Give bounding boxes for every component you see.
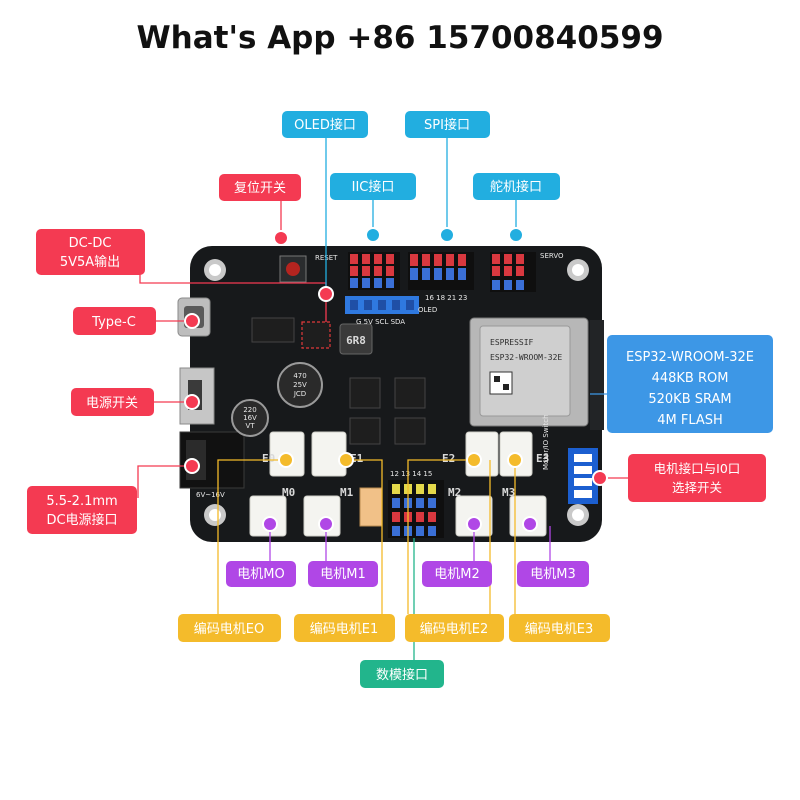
label-motor-io-line1: 电机接口与I0口	[654, 461, 741, 476]
label-motor-m0: 电机MO	[226, 561, 296, 587]
label-adc: 数模接口	[360, 660, 444, 688]
silk-m3: M3	[502, 486, 515, 499]
silk-m0: M0	[282, 486, 295, 499]
label-enc-e0-text: 编码电机EO	[194, 622, 264, 637]
silk-e0: E0	[262, 452, 275, 465]
label-esp-line3: 520KB SRAM	[648, 392, 731, 407]
label-motor-io-line2: 选择开关	[672, 480, 722, 495]
driver-chip	[349, 417, 381, 445]
label-enc-e3: 编码电机E3	[509, 614, 610, 642]
label-spi-text: SPI接口	[424, 117, 470, 133]
silk-m1: M1	[340, 486, 354, 499]
label-esp-line2: 448KB ROM	[652, 371, 729, 386]
label-enc-e2-text: 编码电机E2	[420, 622, 489, 637]
iic-header	[348, 252, 400, 290]
label-esp32: ESP32-WROOM-32E 448KB ROM 520KB SRAM 4M …	[607, 335, 773, 433]
capacitor-220: 220 16V VT	[231, 399, 269, 437]
silk-cap1-c: JCD	[293, 390, 306, 398]
reset-button	[279, 255, 307, 283]
label-dcdc: DC-DC 5V5A输出	[36, 229, 145, 275]
silk-vin: 6V~16V	[196, 491, 225, 499]
silk-cap1-b: 25V	[293, 381, 307, 389]
mounting-hole	[567, 504, 589, 526]
silk-cap2-b: 16V	[243, 414, 257, 422]
label-motor-m0-text: 电机MO	[237, 567, 284, 582]
silk-gpio-bottom: 12 13 14 15	[390, 470, 432, 478]
label-dcdc-line1: DC-DC	[69, 236, 112, 251]
label-enc-e3-text: 编码电机E3	[525, 622, 594, 637]
label-dc-jack-line2: DC电源接口	[46, 512, 117, 528]
silk-cap2-a: 220	[243, 406, 256, 414]
label-motor-m3: 电机M3	[517, 561, 589, 587]
label-enc-e1: 编码电机E1	[294, 614, 395, 642]
label-iic: IIC接口	[330, 173, 416, 200]
label-adc-text: 数模接口	[376, 667, 428, 683]
label-power-switch: 电源开关	[71, 388, 154, 416]
label-motor-m1-text: 电机M1	[320, 567, 366, 582]
esp-model: ESP32-WROOM-32E	[490, 353, 562, 362]
dcdc-chip	[301, 321, 331, 349]
label-reset: 复位开关	[219, 174, 301, 201]
silk-e3: E3	[536, 452, 549, 465]
page-title: What's App +86 15700840599	[136, 20, 663, 56]
capacitor-470: 470 25V JCD	[277, 362, 323, 408]
oled-header	[345, 296, 419, 314]
label-motor-m1: 电机M1	[308, 561, 378, 587]
label-enc-e0: 编码电机EO	[178, 614, 281, 642]
label-motor-m2-text: 电机M2	[434, 567, 480, 582]
label-motor-m2: 电机M2	[422, 561, 492, 587]
inductor: 6R8	[339, 323, 373, 355]
mounting-hole	[204, 504, 226, 526]
label-esp-line1: ESP32-WROOM-32E	[626, 350, 754, 365]
silk-cap2-c: VT	[245, 422, 255, 430]
label-dc-jack-line1: 5.5-2.1mm	[46, 494, 117, 509]
label-power-switch-text: 电源开关	[86, 396, 138, 411]
label-servo: 舵机接口	[473, 173, 560, 200]
silk-oled: OLED	[418, 306, 437, 314]
label-servo-text: 舵机接口	[490, 179, 542, 195]
vin-connector	[359, 487, 383, 527]
label-motor-io: 电机接口与I0口 选择开关	[628, 454, 766, 502]
esp32-module: ESPRESSIF ESP32-WROOM-32E	[469, 317, 589, 427]
label-oled: OLED接口	[282, 111, 368, 138]
driver-chip	[349, 377, 381, 409]
silk-cap1-a: 470	[293, 372, 306, 380]
label-esp-line4: 4M FLASH	[657, 413, 723, 428]
label-oled-text: OLED接口	[294, 117, 356, 133]
driver-chip	[394, 377, 426, 409]
silk-motor-switch: Motor/IO Switch	[542, 414, 550, 470]
pcb-board: RESET 6V~16V 6R8 470 25V JCD	[177, 246, 604, 542]
label-iic-text: IIC接口	[352, 179, 395, 195]
silk-iic-pins: G 5V SCL SDA	[356, 318, 405, 326]
label-dcdc-line2: 5V5A输出	[60, 254, 120, 270]
mounting-hole	[204, 259, 226, 281]
servo-header	[490, 252, 536, 292]
silk-gpio-top: 16 18 21 23	[425, 294, 467, 302]
silk-servo: SERVO	[540, 252, 564, 260]
label-spi: SPI接口	[405, 111, 490, 138]
label-dc-jack: 5.5-2.1mm DC电源接口	[27, 486, 137, 534]
callout-dots	[184, 227, 608, 532]
label-reset-text: 复位开关	[234, 181, 286, 196]
silk-e2: E2	[442, 452, 455, 465]
esp-brand: ESPRESSIF	[490, 338, 534, 347]
mounting-hole	[567, 259, 589, 281]
silk-m2: M2	[448, 486, 461, 499]
analog-header	[388, 480, 444, 538]
label-enc-e2: 编码电机E2	[405, 614, 504, 642]
motor-io-switch	[568, 448, 598, 504]
label-typec: Type-C	[73, 307, 156, 335]
silk-inductor: 6R8	[346, 334, 366, 347]
spi-header	[408, 252, 474, 290]
label-typec-text: Type-C	[91, 315, 136, 330]
label-enc-e1-text: 编码电机E1	[310, 622, 379, 637]
label-motor-m3-text: 电机M3	[530, 567, 576, 582]
driver-chip	[394, 417, 426, 445]
